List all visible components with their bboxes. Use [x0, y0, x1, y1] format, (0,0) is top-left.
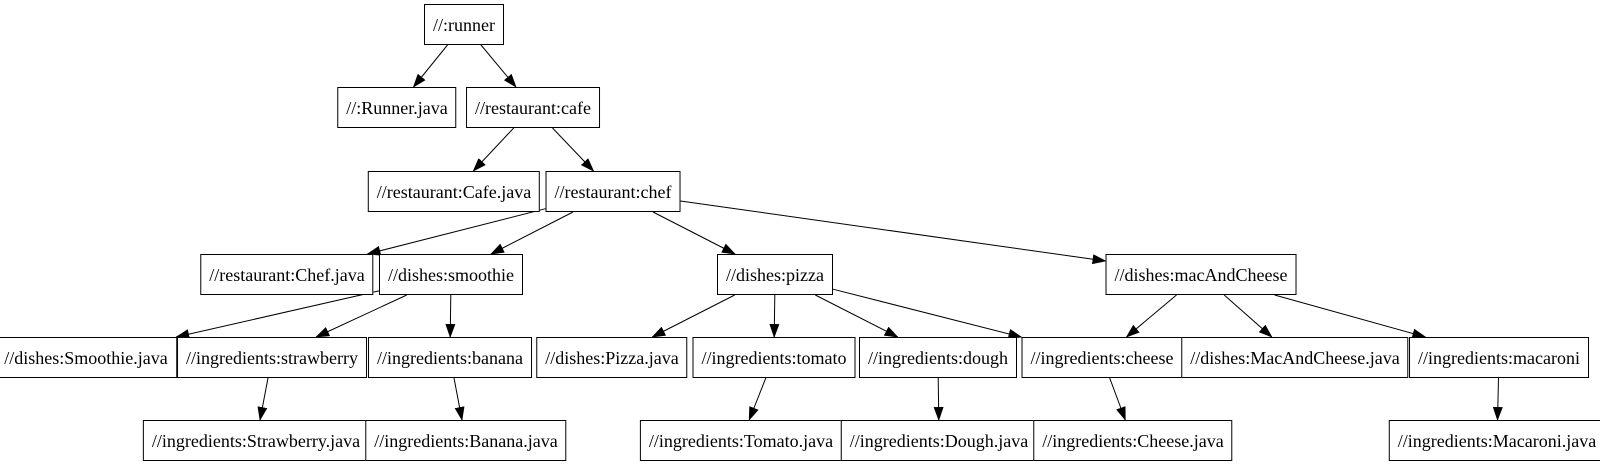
edge-mac-and-cheese-to-mac-and-cheese-java	[1223, 294, 1273, 338]
graph-node-macaroni-java: //ingredients:Macaroni.java	[1388, 420, 1600, 461]
graph-node-strawberry-java: //ingredients:Strawberry.java	[142, 420, 370, 461]
edge-tomato-to-tomato-java	[748, 377, 767, 421]
graph-node-cheese: //ingredients:cheese	[1021, 337, 1183, 378]
graph-node-tomato-java: //ingredients:Tomato.java	[639, 420, 843, 461]
edge-mac-and-cheese-to-macaroni	[1274, 294, 1427, 339]
edge-pizza-to-pizza-java	[651, 294, 735, 338]
edge-macaroni-to-macaroni-java	[1492, 377, 1503, 421]
graph-node-dough: //ingredients:dough	[859, 337, 1017, 378]
edge-cafe-to-cafe-java	[472, 127, 515, 172]
edge-runner-to-runner-java	[412, 44, 448, 88]
graph-node-banana: //ingredients:banana	[368, 337, 532, 378]
graph-node-pizza: //dishes:pizza	[717, 254, 833, 295]
edge-chef-to-chef-java	[366, 208, 546, 256]
graph-node-smoothie: //dishes:smoothie	[379, 254, 523, 295]
edge-mac-and-cheese-to-cheese	[1125, 294, 1177, 338]
edge-pizza-to-dough	[815, 294, 899, 338]
edge-cafe-to-chef	[552, 127, 595, 172]
edge-runner-to-cafe	[480, 44, 517, 88]
graph-node-dough-java: //ingredients:Dough.java	[840, 420, 1038, 461]
edge-chef-to-smoothie	[490, 211, 574, 255]
graph-node-mac-and-cheese-java: //dishes:MacAndCheese.java	[1181, 337, 1409, 378]
graph-node-mac-and-cheese: //dishes:macAndCheese	[1105, 254, 1297, 295]
edge-pizza-to-cheese	[832, 288, 1023, 339]
graph-node-cafe-java: //restaurant:Cafe.java	[367, 171, 541, 212]
graph-node-runner: //:runner	[424, 4, 504, 45]
graph-node-smoothie-java: //dishes:Smoothie.java	[0, 337, 177, 378]
graph-node-tomato: //ingredients:tomato	[692, 337, 856, 378]
edge-chef-to-mac-and-cheese	[680, 200, 1107, 265]
edge-smoothie-to-smoothie-java	[175, 290, 380, 339]
edge-pizza-to-tomato	[769, 294, 780, 338]
graph-node-cafe: //restaurant:cafe	[466, 87, 600, 128]
edge-cheese-to-cheese-java	[1109, 377, 1126, 421]
edge-chef-to-pizza	[652, 211, 736, 255]
edge-strawberry-to-strawberry-java	[257, 377, 269, 421]
graph-node-chef: //restaurant:chef	[545, 171, 681, 212]
graph-node-pizza-java: //dishes:Pizza.java	[536, 337, 688, 378]
graph-node-macaroni: //ingredients:macaroni	[1409, 337, 1589, 378]
graph-node-runner-java: //:Runner.java	[337, 87, 457, 128]
edge-banana-to-banana-java	[453, 377, 465, 421]
graph-node-banana-java: //ingredients:Banana.java	[365, 420, 567, 461]
edge-dough-to-dough-java	[933, 377, 944, 421]
graph-node-strawberry: //ingredients:strawberry	[177, 337, 367, 378]
graph-node-chef-java: //restaurant:Chef.java	[200, 254, 374, 295]
graph-node-cheese-java: //ingredients:Cheese.java	[1033, 420, 1233, 461]
edge-smoothie-to-strawberry	[315, 294, 408, 338]
edge-smoothie-to-banana	[445, 294, 456, 338]
